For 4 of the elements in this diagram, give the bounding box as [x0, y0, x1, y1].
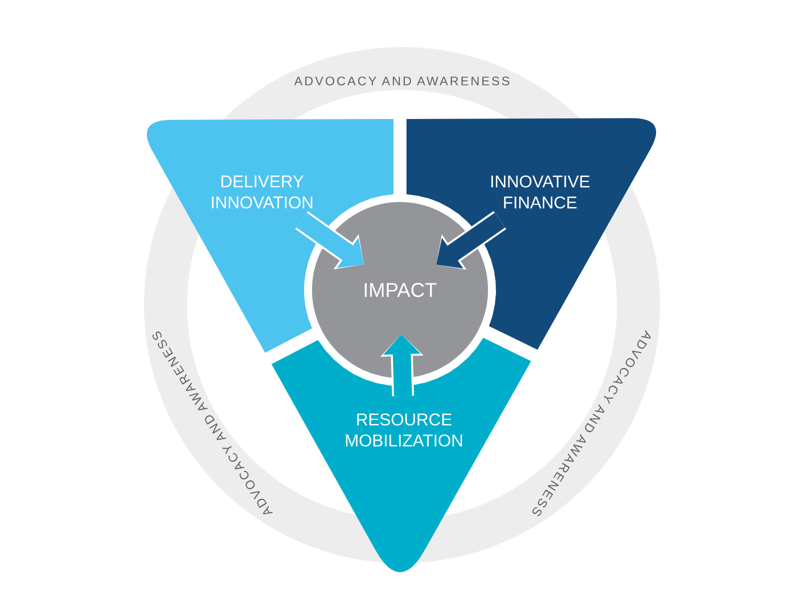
ring-label: ADVOCACY AND AWARENESS — [294, 76, 510, 86]
segment-label: DELIVERY INNOVATION — [212, 176, 312, 208]
segment-label: RESOURCE MOBILIZATION — [346, 413, 462, 447]
segment-label: INNOVATIVE FINANCE — [491, 175, 590, 209]
